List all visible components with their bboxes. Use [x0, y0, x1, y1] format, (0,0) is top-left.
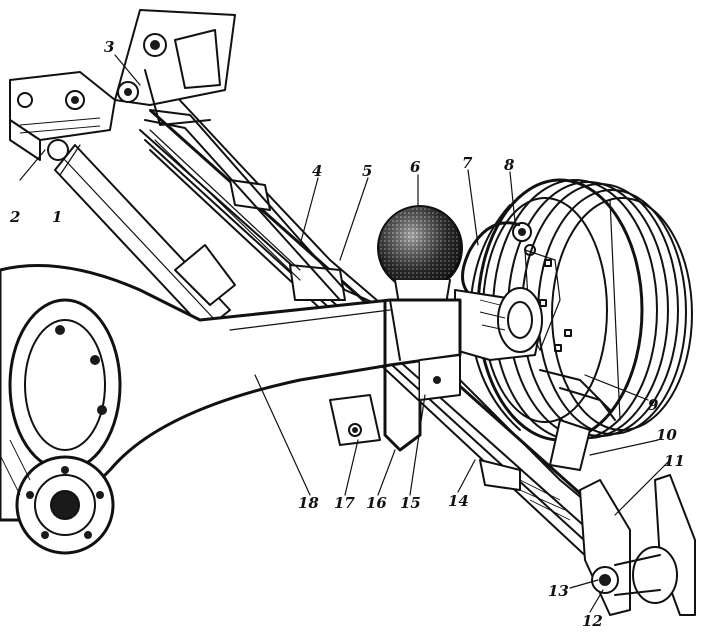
callout-10: 10: [656, 426, 677, 444]
axle-hub: [454, 287, 543, 361]
callout-14: 14: [448, 492, 469, 510]
left-hub-assembly: [0, 298, 122, 555]
front-spring-bracket: [9, 71, 116, 161]
callout-labels: 1 2 3 4 5 6 7 8 9 10 11 12 13 14 15 16 1…: [9, 38, 685, 630]
callout-12: 12: [582, 612, 603, 630]
callout-6: 6: [410, 158, 421, 176]
rear-leaf-spring: [144, 109, 391, 311]
callout-5: 5: [362, 162, 372, 180]
brake-hose: [461, 221, 521, 297]
callout-18: 18: [298, 494, 319, 512]
axle-housing: [0, 264, 462, 522]
spring-pin: [329, 394, 381, 446]
callout-13: 13: [548, 582, 569, 600]
callout-3: 3: [104, 38, 114, 56]
callout-16: 16: [366, 494, 387, 512]
callout-8: 8: [504, 156, 515, 174]
callout-7: 7: [462, 154, 473, 172]
callout-15: 15: [400, 494, 421, 512]
spring-shackle-bracket: [114, 9, 236, 126]
callout-11: 11: [664, 452, 685, 470]
callout-4: 4: [312, 162, 322, 180]
leader-lines: [19, 54, 671, 613]
rear-shackle: [549, 419, 696, 616]
brake-drum: [469, 178, 693, 442]
callout-1: 1: [52, 208, 62, 226]
u-bolt: [383, 300, 461, 452]
callout-17: 17: [334, 494, 355, 512]
callout-9: 9: [648, 396, 659, 414]
callout-2: 2: [9, 208, 20, 226]
